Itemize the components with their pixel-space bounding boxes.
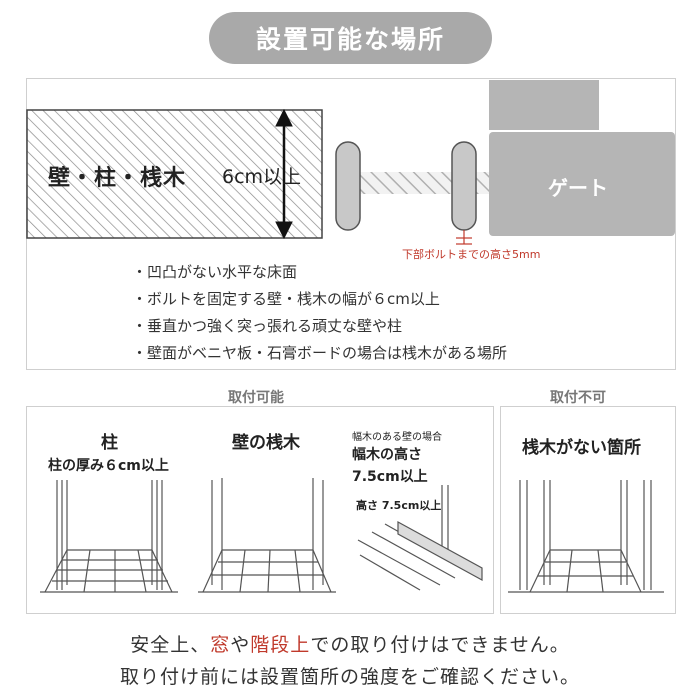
footer-line-1: 安全上、窓や階段上での取り付けはできません。 xyxy=(0,630,700,657)
batten-scene xyxy=(198,478,336,593)
baseboard-note: 幅木のある壁の場合 xyxy=(352,432,442,443)
gate-top-block xyxy=(489,80,599,130)
section-label-ok: 取付可能 xyxy=(228,390,284,406)
installation-examples-graphic xyxy=(40,478,664,593)
footer-text: での取り付けはできません。 xyxy=(310,634,570,656)
condition-item: ・凹凸がない水平な床面 xyxy=(132,263,298,281)
gate-label: ゲート xyxy=(548,176,608,200)
pillar-scene xyxy=(40,480,178,593)
top-diagram-graphic xyxy=(26,80,675,245)
thickness-label: 6cm以上 xyxy=(222,166,302,188)
bolt-note: 下部ボルトまでの高さ5mm xyxy=(402,248,541,261)
footer-highlight-stairs: 階段上 xyxy=(250,634,311,656)
baseboard-title-2: 7.5cm以上 xyxy=(352,469,428,485)
condition-item: ・垂直かつ強く突っ張れる頑丈な壁や柱 xyxy=(132,317,403,335)
gate-body xyxy=(489,132,675,236)
ok-panel xyxy=(26,406,494,614)
pillar-title: 柱 xyxy=(101,433,118,453)
no-batten-scene xyxy=(508,480,664,593)
left-pad xyxy=(335,141,361,231)
pillar-subtitle: 柱の厚み６cm以上 xyxy=(48,458,169,474)
wall-block xyxy=(26,109,323,239)
page-title: 設置可能な場所 xyxy=(209,12,492,64)
condition-item: ・壁面がベニヤ板・石膏ボードの場合は桟木がある場所 xyxy=(132,344,508,362)
batten-title: 壁の桟木 xyxy=(232,433,300,453)
right-pad xyxy=(451,141,477,231)
footer-highlight-window: 窓 xyxy=(210,634,231,656)
wall-label: 壁・柱・桟木 xyxy=(48,166,187,191)
no-batten-title: 桟木がない箇所 xyxy=(522,438,641,458)
baseboard-title-1: 幅木の高さ xyxy=(352,447,422,463)
footer-text: や xyxy=(230,634,251,656)
baseboard-height-label: 高さ 7.5cm以上 xyxy=(356,499,442,512)
bolt-height-marker xyxy=(456,230,472,245)
section-label-ng: 取付不可 xyxy=(550,390,606,406)
baseboard-scene xyxy=(357,485,483,591)
ng-panel xyxy=(500,406,676,614)
footer-text: 安全上、 xyxy=(130,634,211,656)
thickness-arrow xyxy=(275,108,293,240)
footer-line-2: 取り付け前には設置箇所の強度をご確認ください。 xyxy=(119,666,580,688)
condition-item: ・ボルトを固定する壁・桟木の幅が６cm以上 xyxy=(132,290,440,308)
